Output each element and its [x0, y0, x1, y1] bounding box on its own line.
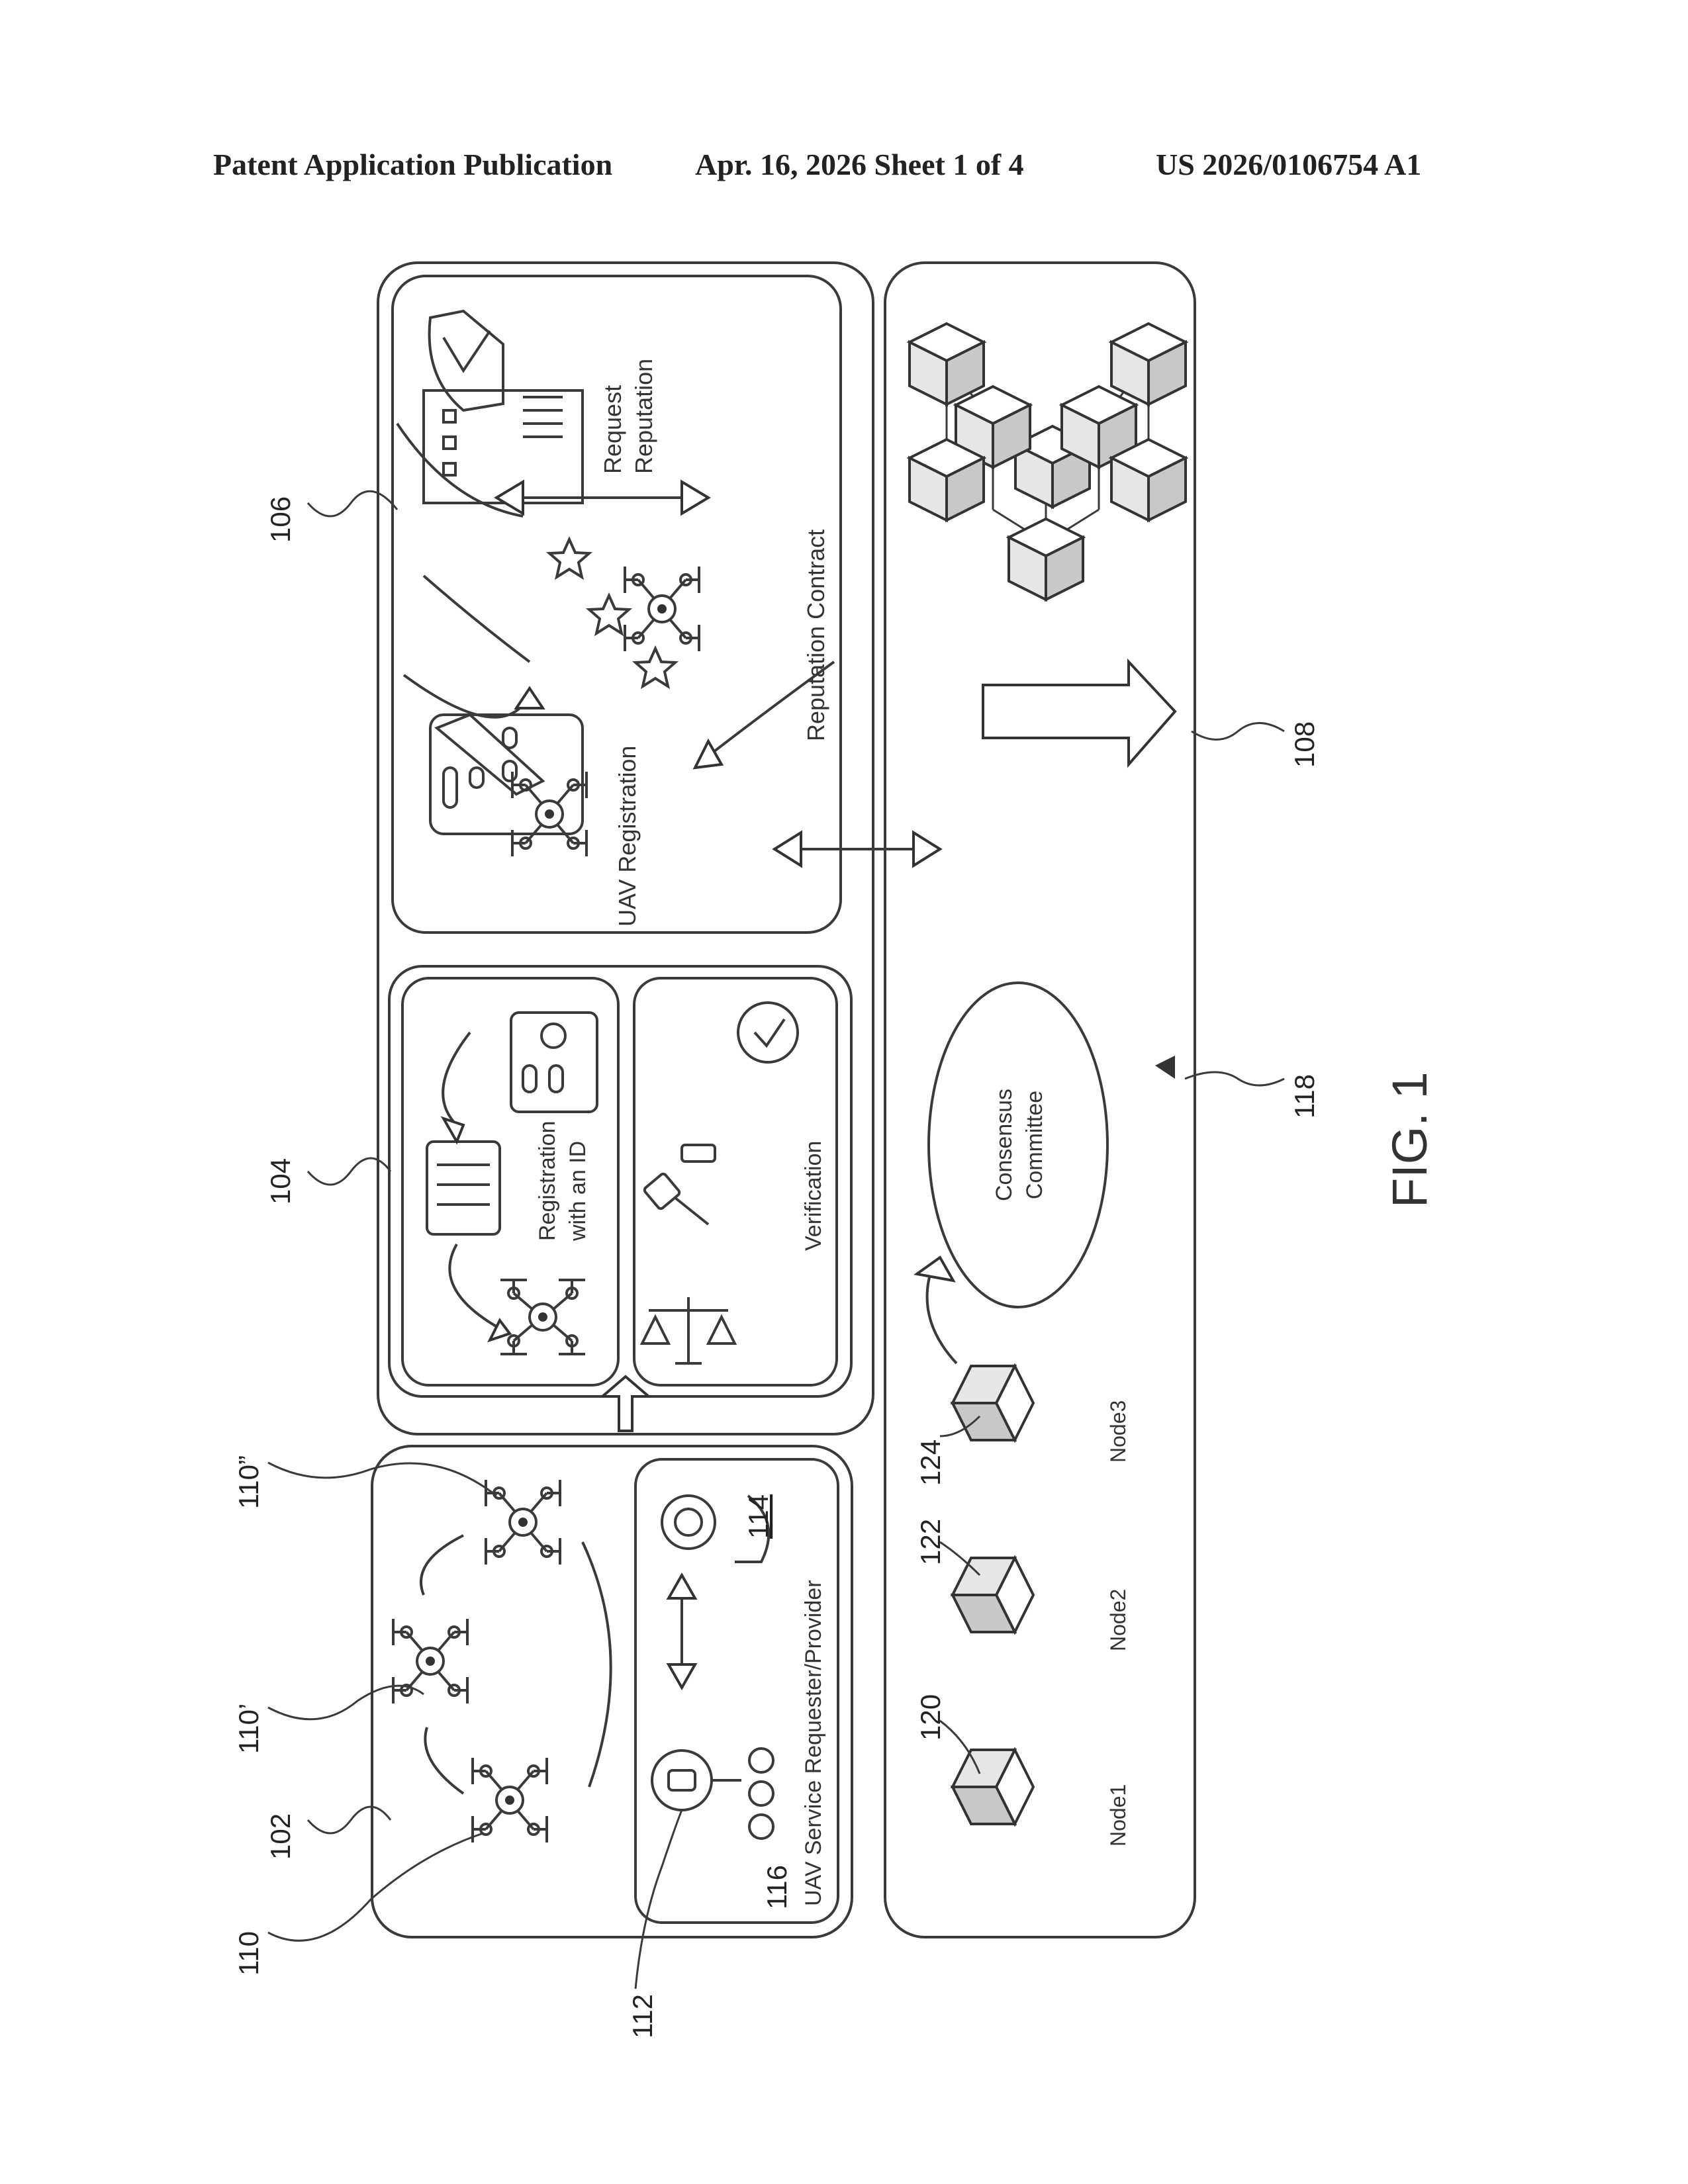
curved-arrow-icon	[917, 1257, 957, 1363]
ref-106: 106	[265, 496, 296, 543]
arrow-up-icon	[983, 662, 1175, 764]
ref-112: 112	[627, 1994, 658, 2038]
uav-network-panel	[372, 1446, 852, 1937]
document-shield-icon	[424, 311, 583, 503]
label-node3: Node3	[1106, 1400, 1130, 1463]
bidirectional-arrow-icon	[669, 1575, 695, 1688]
uav-110-icon	[473, 1758, 547, 1843]
bidirectional-arrow-icon	[496, 482, 708, 514]
drone-icon	[500, 1280, 585, 1354]
camera-user-icon	[652, 1749, 773, 1839]
arrow-up-icon	[602, 1377, 649, 1431]
ref-102: 102	[265, 1813, 296, 1860]
ref-108: 108	[1289, 721, 1320, 768]
node-1	[953, 1750, 1033, 1824]
label-reputation-contract: Reputation Contract	[802, 529, 829, 741]
id-card-icon	[511, 1013, 597, 1112]
reputation-drone-icon	[549, 539, 699, 686]
leader-102	[308, 1807, 391, 1833]
ref-114: 114	[743, 1494, 774, 1539]
ref-120: 120	[915, 1694, 946, 1741]
ref-110: 110	[233, 1931, 264, 1976]
consensus-committee	[929, 983, 1107, 1307]
uav-110pp-icon	[486, 1480, 560, 1565]
uav-registration-icon	[430, 715, 586, 856]
label-consensus-2: Committee	[1022, 1091, 1047, 1199]
curved-arrow-icon	[421, 1535, 611, 1794]
label-consensus-1: Consensus	[992, 1089, 1017, 1201]
label-uav-registration: UAV Registration	[614, 746, 641, 927]
ref-110pp: 110”	[233, 1455, 264, 1509]
leader-108	[1192, 723, 1284, 740]
label-request-reputation-2: Reputation	[630, 359, 657, 474]
scales-icon	[642, 1297, 735, 1363]
ref-104: 104	[265, 1158, 296, 1205]
label-request-reputation-1: Request	[599, 385, 626, 474]
ref-116: 116	[761, 1865, 792, 1909]
label-node1: Node1	[1106, 1784, 1130, 1846]
checkmark-circle-icon	[738, 1003, 798, 1062]
ref-118: 118	[1289, 1074, 1320, 1118]
gavel-icon	[643, 1145, 715, 1224]
leader-118	[1185, 1072, 1284, 1085]
label-uav-service: UAV Service Requester/Provider	[801, 1580, 826, 1906]
curved-arrow-icon	[404, 675, 543, 717]
ref-124: 124	[915, 1439, 946, 1486]
leader-110pp	[268, 1463, 496, 1496]
ref-110p: 110’	[233, 1704, 264, 1754]
label-verification: Verification	[801, 1141, 826, 1251]
curved-arrow-icon	[424, 576, 834, 768]
leader-118-arrowhead	[1155, 1056, 1175, 1079]
server-icon	[427, 1142, 500, 1234]
registration-verification-panel	[389, 966, 851, 1396]
label-registration-2: with an ID	[565, 1141, 590, 1242]
label-node2: Node2	[1106, 1589, 1130, 1651]
label-registration-1: Registration	[535, 1121, 560, 1241]
leader-110	[268, 1833, 483, 1940]
uav-110p-icon	[393, 1619, 467, 1704]
node-2	[953, 1558, 1033, 1632]
leader-112	[635, 1810, 682, 1989]
leader-106	[308, 491, 397, 516]
blockchain-network-icon	[910, 324, 1186, 600]
figure-label: FIG. 1	[1382, 1071, 1437, 1208]
bidirectional-arrow-icon	[774, 833, 940, 866]
